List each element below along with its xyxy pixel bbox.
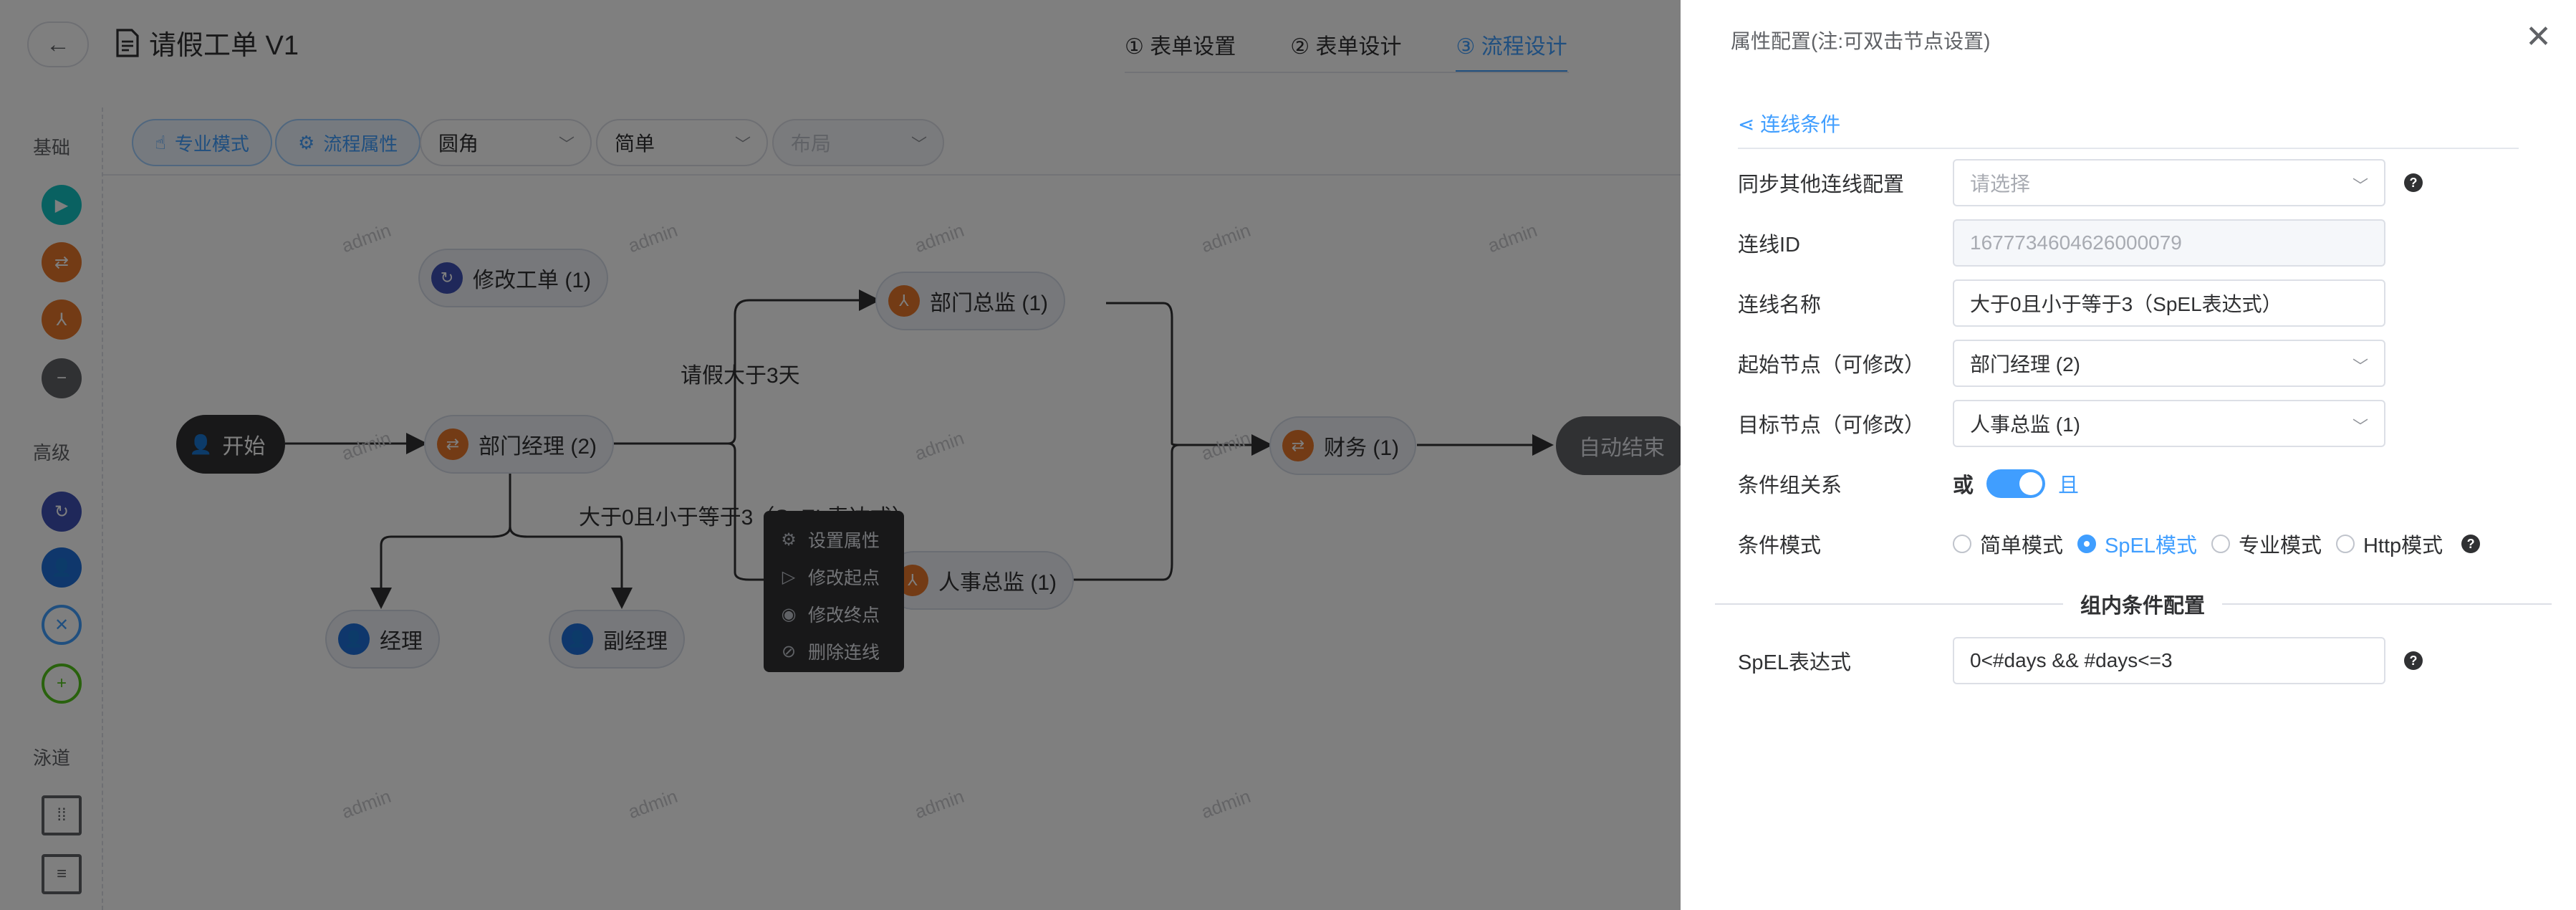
target-node-label: 目标节点（可修改） xyxy=(1738,414,1926,437)
drawer-title: 属性配置(注:可双击节点设置) xyxy=(1731,30,1991,52)
help-icon[interactable]: ? xyxy=(2404,173,2423,192)
group-divider-title: 组内条件配置 xyxy=(2063,589,2223,619)
source-node-label: 起始节点（可修改） xyxy=(1738,354,1926,377)
field-edge-id: 连线ID 1677734604626000079 xyxy=(1738,219,2526,267)
edge-id-value: 1677734604626000079 xyxy=(1970,231,2182,254)
radio-dot xyxy=(2211,535,2230,553)
modal-overlay[interactable] xyxy=(0,0,1681,910)
field-edge-name: 连线名称 大于0且小于等于3（SpEL表达式） xyxy=(1738,279,2526,327)
field-source-node: 起始节点（可修改） 部门经理 (2) ﹀ xyxy=(1738,340,2526,387)
sync-placeholder: 请选择 xyxy=(1970,173,2031,195)
spel-input[interactable]: 0<#days && #days<=3 xyxy=(1953,637,2385,684)
share-icon: ⋖ xyxy=(1738,113,1755,135)
chevron-down-icon: ﹀ xyxy=(2352,177,2368,195)
close-icon[interactable]: ✕ xyxy=(2525,19,2552,54)
edge-id-label: 连线ID xyxy=(1738,234,1801,257)
radio-pro-mode[interactable]: 专业模式 xyxy=(2211,529,2322,559)
radio-dot xyxy=(2077,535,2097,553)
tab-edge-condition[interactable]: ⋖ 连线条件 xyxy=(1738,109,1840,138)
source-node-value: 部门经理 (2) xyxy=(1970,353,2081,375)
tab-divider xyxy=(1738,148,2519,149)
properties-drawer: 属性配置(注:可双击节点设置) ✕ ⋖ 连线条件 同步其他连线配置 请选择 ﹀ … xyxy=(1681,0,2576,910)
radio-dot xyxy=(2335,535,2355,553)
sync-label: 同步其他连线配置 xyxy=(1738,173,1905,196)
radio-label: SpEL模式 xyxy=(2105,535,2197,557)
radio-label: 专业模式 xyxy=(2238,535,2322,557)
field-sync: 同步其他连线配置 请选择 ﹀ ? xyxy=(1738,159,2526,206)
chevron-down-icon: ﹀ xyxy=(2352,418,2368,436)
relation-or-label: 或 xyxy=(1953,474,1974,497)
radio-spel-mode[interactable]: SpEL模式 xyxy=(2077,529,2197,559)
edge-name-value: 大于0且小于等于3（SpEL表达式） xyxy=(1970,293,2282,315)
toggle-knob xyxy=(2019,472,2043,495)
radio-dot xyxy=(1953,535,1971,553)
flow-editor: ← 请假工单 V1 ① 表单设置 ② 表单设计 ③ 流程设计 基础 ▶ ⇄ ⅄ … xyxy=(0,0,1688,910)
edge-id-input: 1677734604626000079 xyxy=(1953,219,2385,267)
source-node-select[interactable]: 部门经理 (2) ﹀ xyxy=(1953,340,2385,387)
field-condition-mode: 条件模式 简单模式 SpEL模式 专业模式 Http模式 ? xyxy=(1738,520,2526,567)
relation-toggle[interactable] xyxy=(1986,469,2046,498)
relation-and-label: 且 xyxy=(2058,474,2080,497)
spel-label: SpEL表达式 xyxy=(1738,651,1851,674)
radio-simple-mode[interactable]: 简单模式 xyxy=(1953,529,2063,559)
target-node-select[interactable]: 人事总监 (1) ﹀ xyxy=(1953,400,2385,447)
field-spel: SpEL表达式 0<#days && #days<=3 ? xyxy=(1738,637,2526,684)
spel-value: 0<#days && #days<=3 xyxy=(1970,649,2173,671)
radio-label: 简单模式 xyxy=(1980,535,2064,557)
radio-http-mode[interactable]: Http模式 xyxy=(2335,529,2443,559)
field-target-node: 目标节点（可修改） 人事总监 (1) ﹀ xyxy=(1738,400,2526,447)
relation-label: 条件组关系 xyxy=(1738,474,1842,497)
help-icon[interactable]: ? xyxy=(2404,651,2423,670)
mode-label: 条件模式 xyxy=(1738,535,1822,557)
field-condition-relation: 条件组关系 或 且 xyxy=(1738,460,2526,507)
radio-label: Http模式 xyxy=(2363,535,2443,557)
tab-label: 连线条件 xyxy=(1760,113,1841,135)
target-node-value: 人事总监 (1) xyxy=(1970,413,2081,436)
edge-name-input[interactable]: 大于0且小于等于3（SpEL表达式） xyxy=(1953,279,2385,327)
edge-name-label: 连线名称 xyxy=(1738,294,1822,317)
sync-select[interactable]: 请选择 ﹀ xyxy=(1953,159,2385,206)
chevron-down-icon: ﹀ xyxy=(2352,358,2368,375)
help-icon[interactable]: ? xyxy=(2461,535,2481,553)
